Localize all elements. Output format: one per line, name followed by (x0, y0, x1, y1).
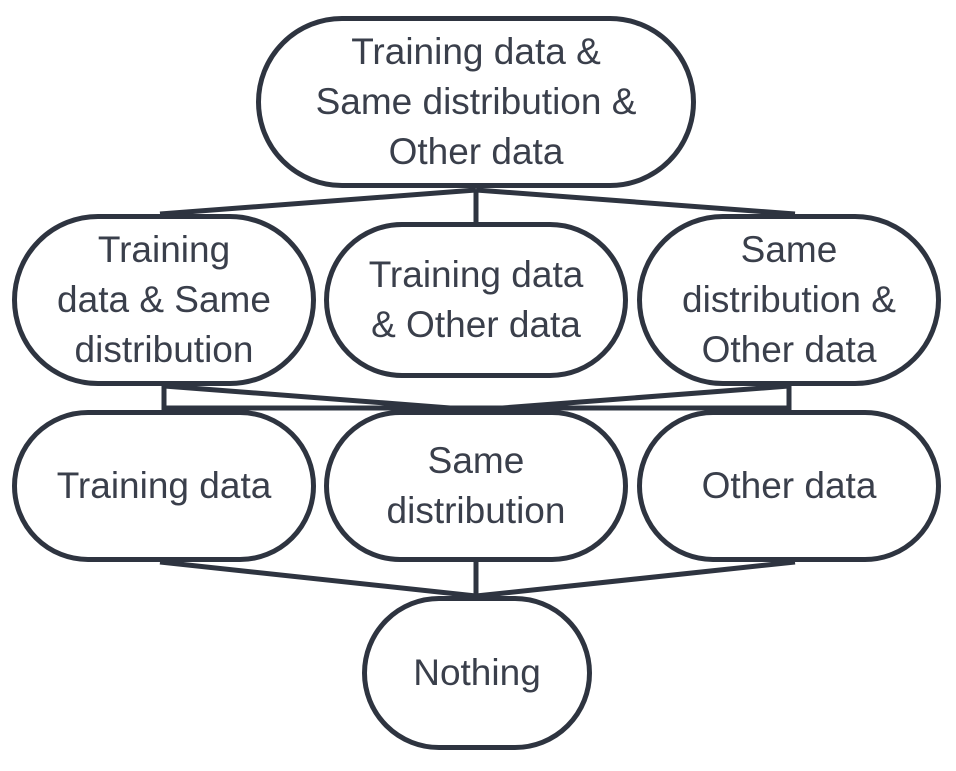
node-training: Training data (12, 410, 316, 562)
edge-all-to-same-other (475, 187, 796, 217)
node-nothing: Nothing (362, 596, 592, 750)
node-other-label: Other data (701, 465, 877, 506)
node-training-and-other: Training data & Other data (324, 222, 628, 378)
node-training-and-other-label: Training data & Other data (368, 254, 584, 345)
edge-training-to-nothing (159, 559, 477, 599)
node-training-and-same-label: Training data & Same distribution (57, 229, 271, 370)
node-same-and-other-label: Same distribution & Other data (682, 229, 896, 370)
node-all-data-label: Training data & Same distribution & Othe… (315, 31, 637, 172)
edge-all-to-training-same (159, 187, 477, 217)
node-training-label: Training data (56, 465, 272, 506)
node-other: Other data (637, 410, 941, 562)
node-training-and-same: Training data & Same distribution (12, 214, 316, 386)
edge-other-to-nothing (475, 559, 796, 599)
node-nothing-label: Nothing (413, 652, 541, 693)
node-same: Same distribution (324, 410, 628, 562)
edge-same-other-to-same (475, 383, 790, 413)
node-same-and-other: Same distribution & Other data (637, 214, 941, 386)
node-same-label: Same distribution (386, 440, 566, 531)
node-all-data: Training data & Same distribution & Othe… (256, 16, 696, 188)
